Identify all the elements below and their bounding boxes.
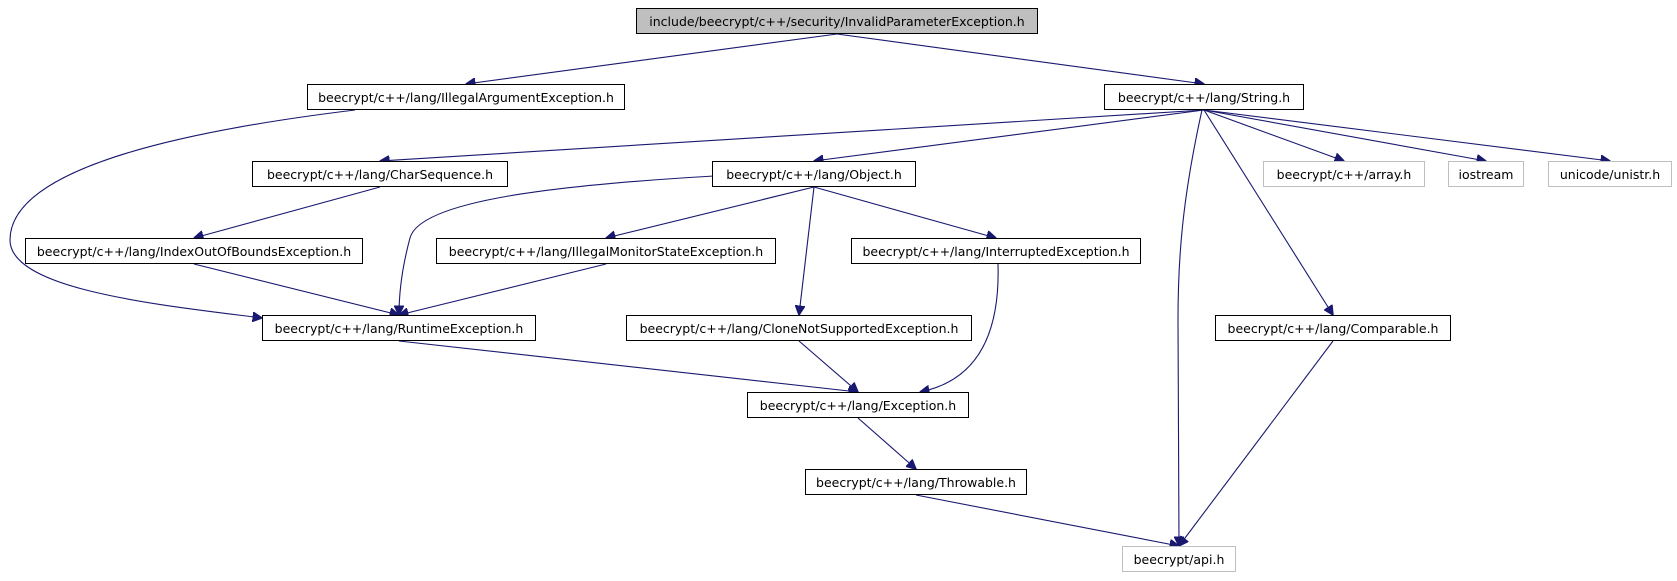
node-beecrypt-c-lang-interruptedexception-h[interactable]: beecrypt/c++/lang/InterruptedException.h [851,238,1141,264]
edge-n13-to-n16 [1179,340,1334,546]
edge-n14-to-n15 [857,417,916,469]
edge-n10-to-n14 [920,263,999,392]
node-beecrypt-c-lang-illegalargumentexception-h[interactable]: beecrypt/c++/lang/IllegalArgumentExcepti… [307,84,625,110]
edge-n4-to-n9 [606,186,815,238]
node-beecrypt-c-lang-charsequence-h[interactable]: beecrypt/c++/lang/CharSequence.h [252,161,508,187]
edge-n15-to-n16 [915,494,1179,546]
edge-n4-to-n12 [799,186,815,315]
edge-n8-to-n11 [193,263,399,315]
node-beecrypt-c-lang-comparable-h[interactable]: beecrypt/c++/lang/Comparable.h [1215,315,1451,341]
node-beecrypt-c-lang-runtimeexception-h[interactable]: beecrypt/c++/lang/RuntimeException.h [262,315,536,341]
edge-n9-to-n11 [399,263,607,315]
edge-n0-to-n1 [466,33,838,84]
edge-n3-to-n8 [194,186,381,238]
edge-n2-to-n13 [1203,109,1333,315]
edge-n2-to-n7 [1203,109,1610,161]
edge-n0-to-n2 [836,33,1204,84]
edge-n2-to-n5 [1203,109,1344,161]
node-unicode-unistr-h: unicode/unistr.h [1548,161,1672,187]
edge-n1-to-n11 [9,109,356,318]
node-beecrypt-c-lang-exception-h[interactable]: beecrypt/c++/lang/Exception.h [747,392,969,418]
node-beecrypt-c-lang-indexoutofboundsexception-h[interactable]: beecrypt/c++/lang/IndexOutOfBoundsExcept… [25,238,363,264]
edge-n4-to-n11 [399,175,715,315]
edge-n2-to-n16 [1178,109,1203,546]
edge-n2-to-n6 [1203,109,1486,161]
node-beecrypt-c-lang-illegalmonitorstateexception-h[interactable]: beecrypt/c++/lang/IllegalMonitorStateExc… [436,238,776,264]
node-beecrypt-c-array-h: beecrypt/c++/array.h [1263,161,1425,187]
edge-n4-to-n10 [813,186,996,238]
node-beecrypt-api-h: beecrypt/api.h [1122,546,1236,572]
edge-n11-to-n14 [398,340,858,392]
node-beecrypt-c-lang-object-h[interactable]: beecrypt/c++/lang/Object.h [712,161,916,187]
node-include-beecrypt-c-security-invalidparameterexception-h[interactable]: include/beecrypt/c++/security/InvalidPar… [636,8,1038,34]
node-beecrypt-c-lang-throwable-h[interactable]: beecrypt/c++/lang/Throwable.h [805,469,1027,495]
edge-n12-to-n14 [798,340,858,392]
node-beecrypt-c-lang-clonenotsupportedexception-h[interactable]: beecrypt/c++/lang/CloneNotSupportedExcep… [626,315,972,341]
node-iostream: iostream [1448,161,1524,187]
edge-n2-to-n3 [380,109,1205,161]
node-beecrypt-c-lang-string-h[interactable]: beecrypt/c++/lang/String.h [1104,84,1304,110]
edge-n2-to-n4 [814,109,1205,161]
